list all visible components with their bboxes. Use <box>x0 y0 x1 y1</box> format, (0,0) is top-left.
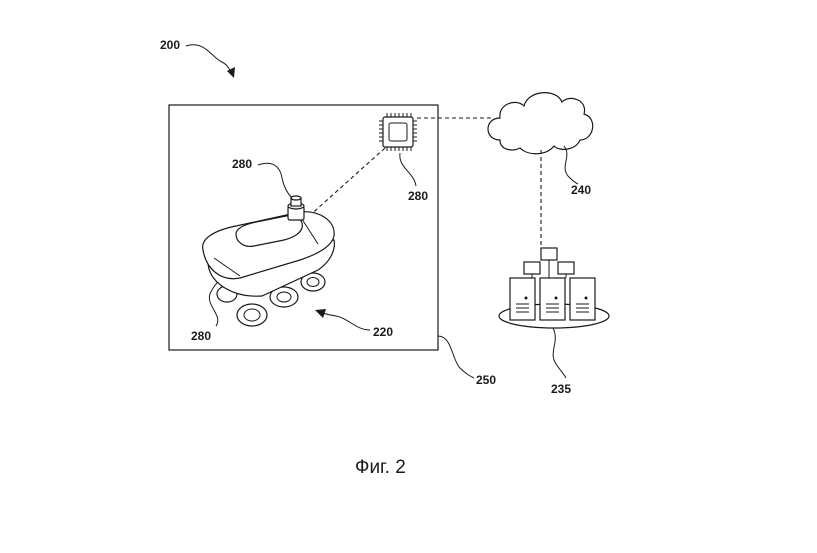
cloud-icon <box>487 92 594 155</box>
leader-220 <box>321 312 371 331</box>
figure-caption: Фиг. 2 <box>355 457 406 478</box>
leader-250 <box>437 335 475 379</box>
arrowhead-200 <box>227 67 235 78</box>
server-cluster-icon <box>498 247 610 329</box>
label-280-chip: 280 <box>408 189 428 203</box>
label-200: 200 <box>160 38 180 52</box>
leader-280-side <box>209 281 219 327</box>
label-220: 220 <box>373 325 393 339</box>
processor-chip-icon <box>379 113 417 151</box>
label-280-top: 280 <box>232 157 252 171</box>
label-240: 240 <box>571 183 591 197</box>
label-250: 250 <box>476 373 496 387</box>
arrowhead-220 <box>315 309 326 318</box>
leader-240 <box>563 145 579 185</box>
delivery-robot-icon <box>202 195 335 327</box>
environment-box <box>168 104 439 351</box>
link-chip-to-robot <box>306 147 386 219</box>
leader-235 <box>552 327 567 379</box>
leader-200 <box>185 44 233 76</box>
label-280-side: 280 <box>191 329 211 343</box>
leader-280-top <box>257 162 293 199</box>
label-235: 235 <box>551 382 571 396</box>
leader-280-chip <box>399 152 417 187</box>
